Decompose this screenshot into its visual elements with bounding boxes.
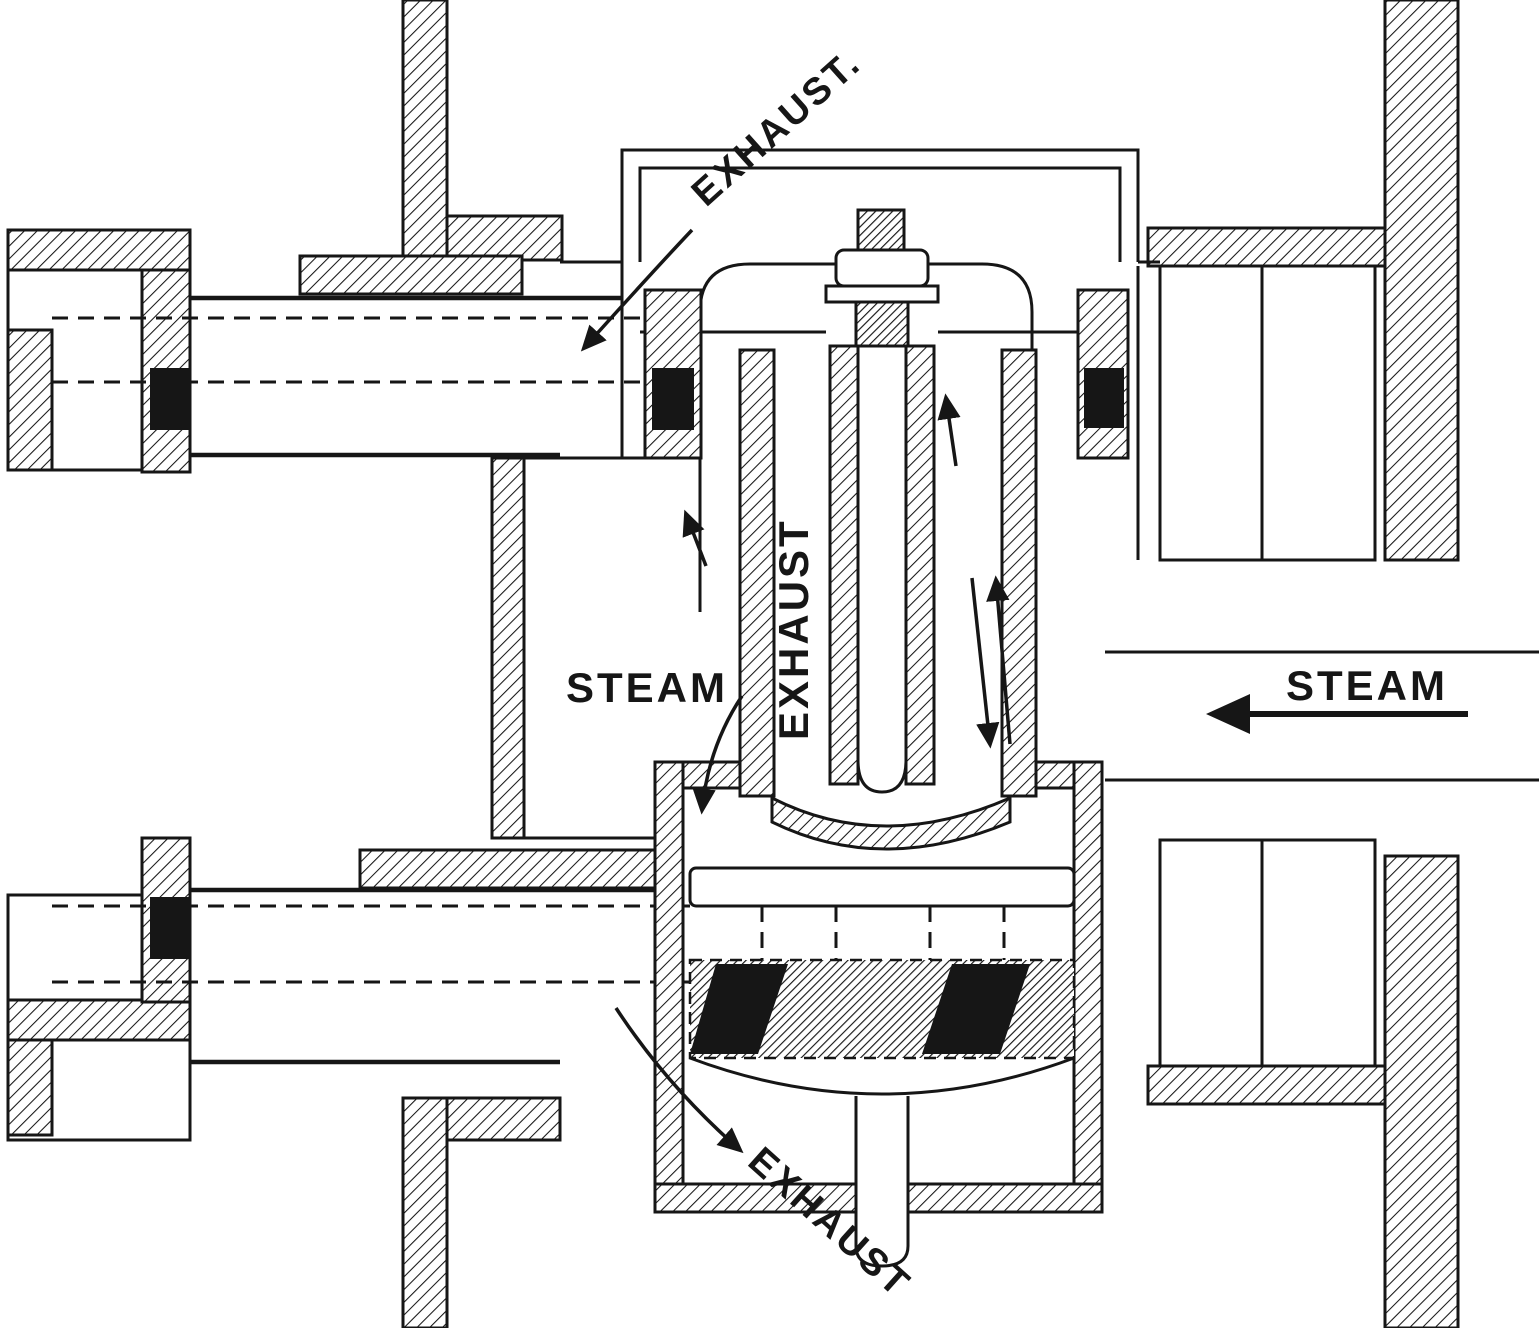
right-wall-assembly (1105, 0, 1539, 1328)
right-upper-flange-hatch (1146, 226, 1387, 268)
left-gland-packing-seal (652, 368, 694, 430)
spindle-washer (824, 284, 940, 304)
piston-flange (688, 866, 1076, 908)
lower-chamber-assembly (653, 760, 1104, 1268)
spindle-nut (834, 248, 930, 288)
flow-arrow-up-left-icon (682, 509, 708, 567)
right-lower-flange-hatch (1146, 1064, 1387, 1106)
exhaust-top-leader-arrow-icon (580, 228, 694, 352)
spindle-lock-block (854, 300, 910, 348)
piston-ring-dark-segment-1 (690, 964, 788, 1054)
upper-left-duct-step (445, 214, 564, 262)
flow-arrow-up-icon (937, 393, 961, 467)
flow-arrow-down-long-icon (970, 577, 1000, 749)
lower-pipe-flange-bar (358, 848, 662, 890)
flow-arrows (682, 393, 1012, 815)
label-steam-left: STEAM (566, 664, 728, 711)
flow-arrow-down-curved-icon (692, 695, 744, 815)
right-wall-upper-section (1383, 0, 1460, 562)
chamber-wall-right (1072, 760, 1104, 1214)
lower-left-flange-hatch-bar (6, 998, 192, 1042)
chamber-wall-left (653, 760, 685, 1214)
label-exhaust-channel: EXHAUST (770, 518, 817, 740)
valve-cup-seat (770, 795, 1012, 851)
spindle-tube-left (828, 344, 860, 786)
valve-body-assembly (490, 148, 1160, 851)
right-wall-lower-section (1383, 854, 1460, 1328)
piston-bottom-cup (689, 1056, 1075, 1096)
chamber-top-shoulder-right (1034, 760, 1076, 790)
right-lower-flange-body (1158, 838, 1377, 1072)
upper-pipe-flange-bar (298, 254, 524, 296)
right-gland-packing-seal (1084, 368, 1124, 428)
lower-left-duct (401, 1096, 449, 1328)
left-piping-assembly (6, 0, 700, 1328)
steam-chest-left-wall (490, 456, 526, 840)
bonnet-inner-wall (638, 166, 1122, 262)
upper-left-duct (401, 0, 449, 264)
exhaust-bottom-leader-arrow-icon (614, 1007, 744, 1154)
lower-left-flange-hatch-left (6, 1038, 54, 1137)
left-port-wall (738, 348, 776, 798)
lower-left-duct-step (445, 1096, 562, 1142)
spindle-tube-right (904, 344, 936, 786)
upper-left-flange-hatch-left (6, 328, 54, 472)
piston-ring-dark-segment-2 (922, 964, 1030, 1054)
right-upper-flange-body (1158, 262, 1377, 562)
upper-left-flange-hatch-top (6, 228, 192, 272)
lower-valve-rod (854, 1096, 910, 1268)
upper-left-packing-seal (150, 368, 190, 430)
flow-arrow-up-long-icon (986, 575, 1012, 745)
valve-spindle-rod (856, 346, 908, 794)
spindle-stud (856, 208, 906, 252)
bonnet-outer-wall (620, 148, 1140, 262)
label-steam-right: STEAM (1286, 662, 1448, 709)
